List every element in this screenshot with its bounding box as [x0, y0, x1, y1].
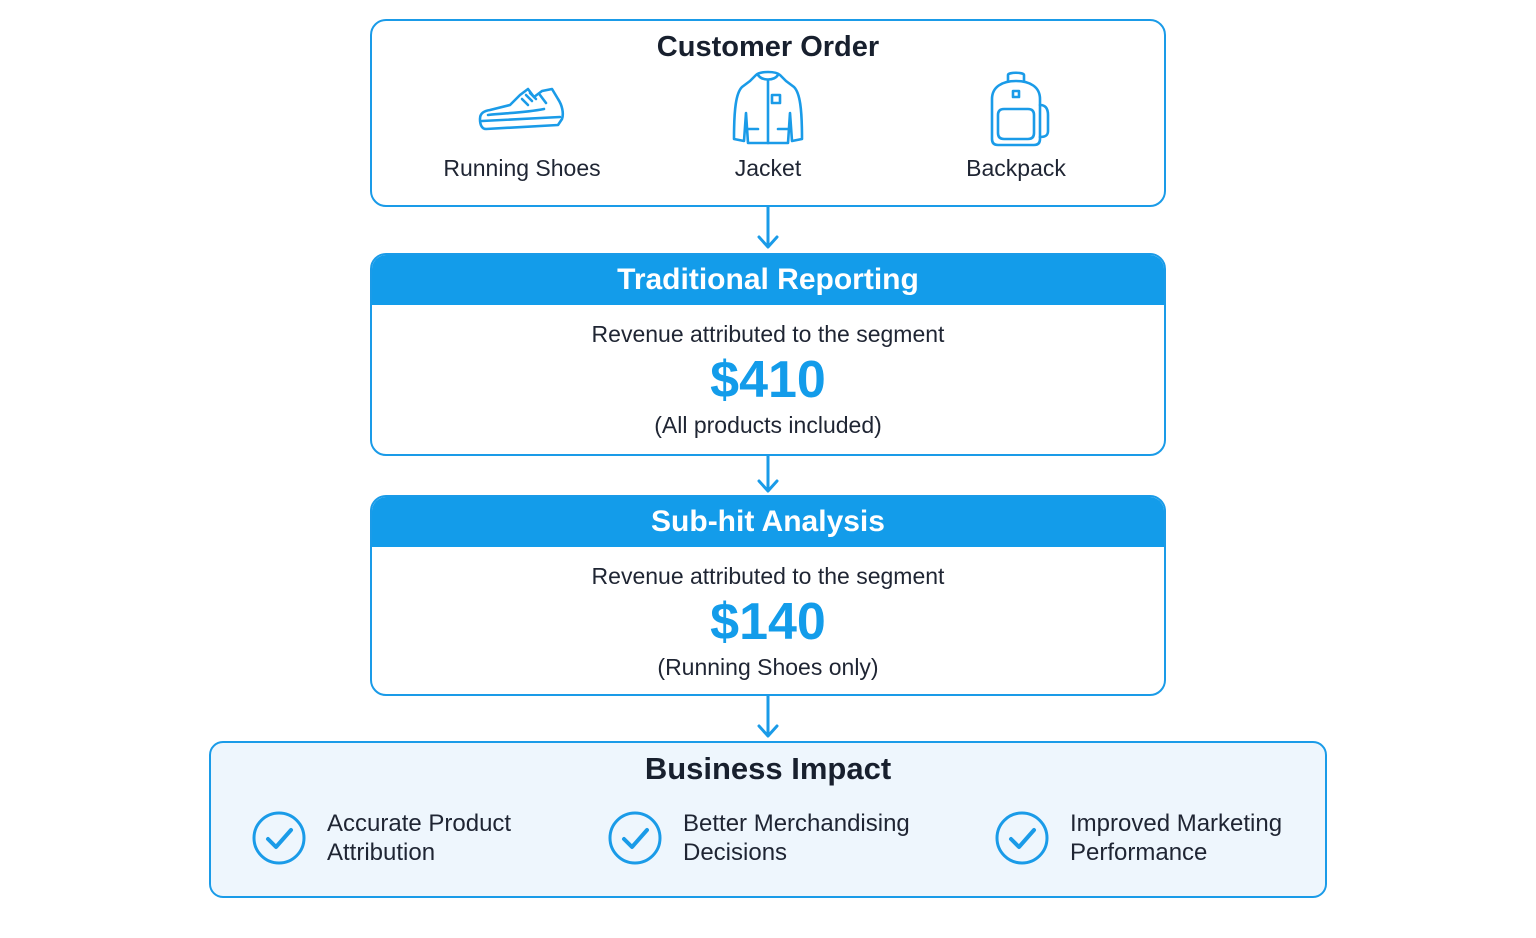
traditional-reporting-card: Traditional Reporting Revenue attributed…	[370, 253, 1166, 456]
benefit-line: Accurate Product	[327, 810, 512, 837]
check-circle-icon	[608, 811, 662, 865]
benefit-line: Performance	[1070, 839, 1208, 866]
benefit-line: Decisions	[683, 839, 788, 866]
product-running-shoes: Running Shoes	[412, 69, 632, 182]
flow-arrow	[757, 696, 779, 738]
business-impact-title: Business Impact	[644, 751, 892, 786]
running-shoe-icon	[478, 87, 565, 131]
jacket-icon	[732, 70, 804, 145]
subhit-analysis-title: Sub-hit Analysis	[372, 497, 1164, 547]
business-impact-box: Business Impact Accurate Product Attribu…	[209, 741, 1327, 898]
revenue-amount: $410	[710, 351, 826, 409]
customer-order-title: Customer Order	[656, 31, 880, 63]
traditional-reporting-title: Traditional Reporting	[372, 255, 1164, 305]
revenue-note: (Running Shoes only)	[657, 654, 879, 680]
benefit-item: Accurate Product Attribution	[251, 809, 597, 867]
revenue-note: (All products included)	[654, 412, 882, 438]
product-label: Jacket	[734, 155, 802, 181]
benefit-text: Accurate Product Attribution	[327, 809, 597, 867]
benefit-line: Improved Marketing	[1070, 810, 1283, 837]
product-jacket: Jacket	[658, 69, 878, 182]
product-backpack: Backpack	[906, 69, 1126, 182]
backpack-icon	[990, 71, 1050, 147]
benefit-item: Improved Marketing Performance	[994, 809, 1340, 867]
flow-arrow	[757, 207, 779, 249]
flow-arrow	[757, 456, 779, 493]
check-circle-icon	[995, 811, 1049, 865]
benefit-line: Attribution	[327, 839, 436, 866]
benefit-text: Improved Marketing Performance	[1070, 809, 1340, 867]
revenue-description: Revenue attributed to the segment	[591, 321, 945, 347]
product-label: Backpack	[966, 155, 1066, 181]
benefit-item: Better Merchandising Decisions	[607, 809, 953, 867]
subhit-analysis-card: Sub-hit Analysis Revenue attributed to t…	[370, 495, 1166, 696]
revenue-description: Revenue attributed to the segment	[591, 563, 945, 589]
benefit-text: Better Merchandising Decisions	[683, 809, 953, 867]
product-label: Running Shoes	[443, 155, 601, 181]
customer-order-box: Customer Order Running Shoes Jacket	[370, 19, 1166, 207]
benefit-line: Better Merchandising	[683, 810, 910, 837]
check-circle-icon	[252, 811, 306, 865]
revenue-amount: $140	[710, 593, 826, 651]
